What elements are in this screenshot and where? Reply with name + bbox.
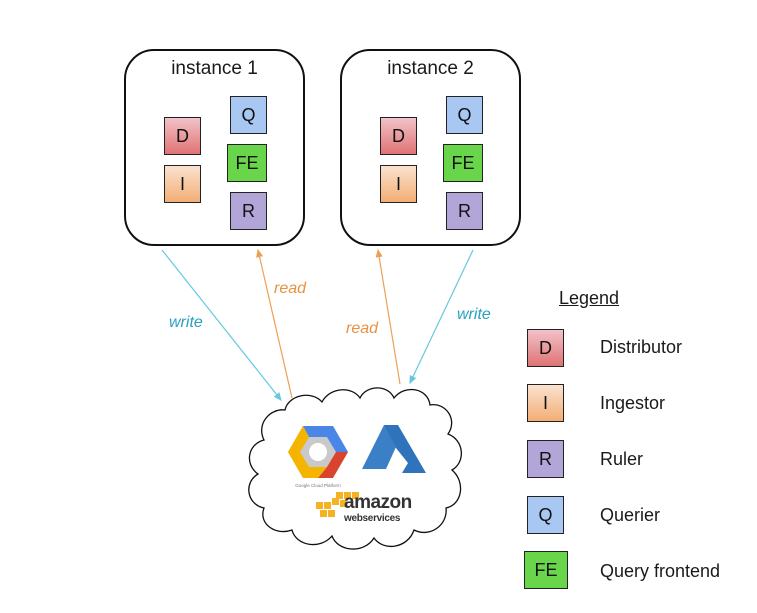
distributor-component: D xyxy=(164,117,201,155)
instance-title: instance 2 xyxy=(387,58,474,79)
legend-label-distributor: Distributor xyxy=(600,337,683,357)
azure-logo xyxy=(362,425,426,473)
aws-logo-text-main: amazon xyxy=(344,492,412,513)
read-label-instance-1: read xyxy=(274,280,307,297)
query-frontend-component: FE xyxy=(227,144,267,182)
legend-swatch-distributor: D xyxy=(527,329,564,367)
instance-title: instance 1 xyxy=(171,58,258,79)
legend-label-ingestor: Ingestor xyxy=(600,393,666,413)
write-arrow-instance-1 xyxy=(161,249,282,401)
read-label-instance-2: read xyxy=(346,320,379,337)
write-arrow-instance-2 xyxy=(409,249,474,385)
ingestor-component: I xyxy=(380,165,417,203)
google-cloud-platform-logo xyxy=(288,426,348,478)
gcp-caption: Google Cloud Platform xyxy=(295,483,341,488)
distributor-component: D xyxy=(380,117,417,155)
instance-2: instance 2 D I Q FE R xyxy=(340,49,521,246)
instance-1: instance 1 D I Q FE R xyxy=(124,49,305,246)
querier-component: Q xyxy=(446,96,483,134)
legend-label-query-frontend: Query frontend xyxy=(600,561,721,581)
legend-title: Legend xyxy=(559,288,620,308)
legend-label-ruler: Ruler xyxy=(600,449,644,469)
write-label-instance-1: write xyxy=(169,314,203,331)
legend-swatch-querier: Q xyxy=(527,496,564,534)
read-arrow-instance-2 xyxy=(375,248,401,385)
read-arrow-instance-1 xyxy=(256,248,293,399)
aws-logo xyxy=(316,492,359,517)
write-label-instance-2: write xyxy=(457,306,491,323)
aws-logo-text-sub: webservices xyxy=(344,513,401,524)
legend-swatch-ingestor: I xyxy=(527,384,564,422)
ingestor-component: I xyxy=(164,165,201,203)
ruler-component: R xyxy=(230,192,267,230)
legend-label-querier: Querier xyxy=(600,505,661,525)
ruler-component: R xyxy=(446,192,483,230)
query-frontend-component: FE xyxy=(443,144,483,182)
querier-component: Q xyxy=(230,96,267,134)
legend-swatch-ruler: R xyxy=(527,440,564,478)
legend-swatch-query-frontend: FE xyxy=(524,551,568,589)
cloud-storage-outline xyxy=(248,387,462,550)
